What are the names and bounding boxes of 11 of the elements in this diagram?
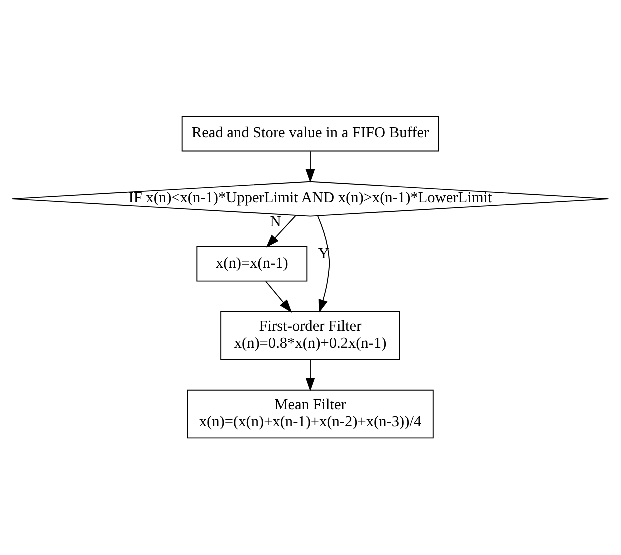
node-diamond: IF x(n)<x(n-1)*UpperLimit AND x(n)>x(n-1)*LowerLimit [12,181,610,217]
node-box: Mean Filter x(n)=(x(n)+x(n-1)+x(n-2)+x(n-3))/4 [187,390,434,439]
node-box: x(n)=x(n-1) [196,246,308,282]
arrow [306,151,316,183]
edge-label: Y [318,246,330,263]
arrow [266,215,297,248]
node-box: Read and Store value in a FIFO Buffer [182,116,440,152]
arrow [318,216,330,314]
arrow [306,359,316,392]
arrow [266,281,292,313]
node-box: First-order Filter x(n)=0.8*x(n)+0.2x(n-1) [220,311,400,360]
